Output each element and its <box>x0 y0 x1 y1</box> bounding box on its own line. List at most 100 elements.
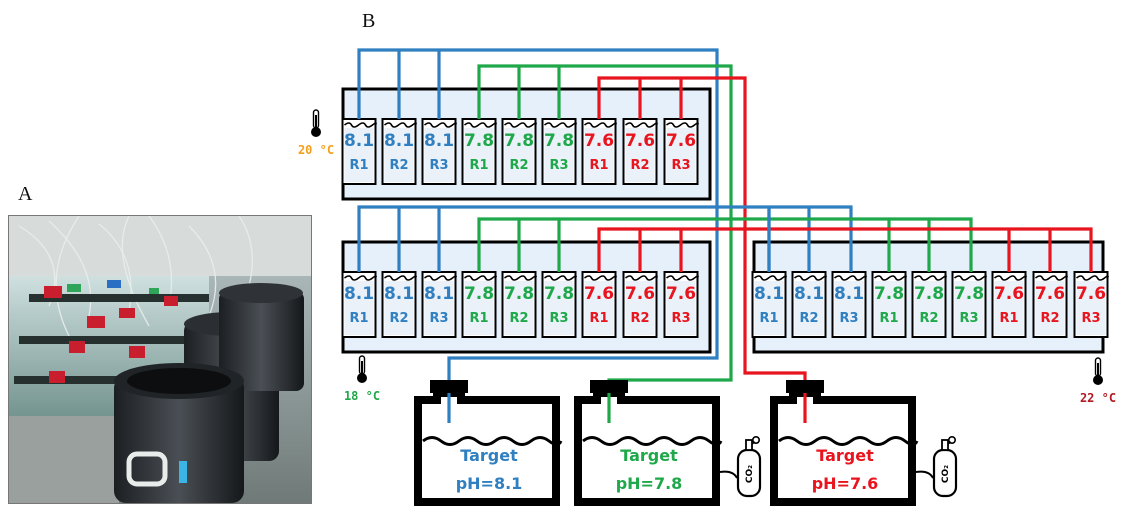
reservoir-ph-label: pH=7.8 <box>616 474 683 493</box>
tank-ph-label: 7.8 <box>544 131 574 151</box>
tank-ph-label: 7.6 <box>625 284 655 304</box>
reservoir-target-label: Target <box>816 446 874 465</box>
tank-7.6-R2: 7.6R2 <box>624 119 658 184</box>
tank-ph-label: 8.1 <box>384 284 414 304</box>
co2-cylinder-icon: CO₂ <box>916 437 956 496</box>
tank-replicate-label: R2 <box>630 158 649 173</box>
tank-replicate-label: R1 <box>349 311 368 326</box>
tank-8.1-R1: 8.1R1 <box>343 272 377 337</box>
tank-7.6-R1: 7.6R1 <box>583 119 617 184</box>
tank-ph-label: 7.6 <box>584 131 614 151</box>
tank-replicate-label: R3 <box>671 158 690 173</box>
temperature-label: 22 °C <box>1080 391 1116 405</box>
thermometer-row3: 22 °C <box>1080 358 1116 405</box>
tank-7.8-R3: 7.8R3 <box>953 272 987 337</box>
tank-replicate-label: R3 <box>549 158 568 173</box>
tank-7.8-R3: 7.8R3 <box>543 272 577 337</box>
tank-8.1-R2: 8.1R2 <box>383 272 417 337</box>
tank-replicate-label: R3 <box>671 311 690 326</box>
reservoir-1: Target pH=8.1 <box>418 380 561 502</box>
tank-7.6-R3: 7.6R3 <box>665 119 699 184</box>
tank-7.8-R2: 7.8R2 <box>503 119 537 184</box>
tank-replicate-label: R3 <box>429 311 448 326</box>
tank-replicate-label: R1 <box>469 158 488 173</box>
tank-replicate-label: R1 <box>879 311 898 326</box>
tank-replicate-label: R2 <box>919 311 938 326</box>
tank-7.8-R3: 7.8R3 <box>543 119 577 184</box>
tank-ph-label: 7.6 <box>666 131 696 151</box>
tank-ph-label: 7.6 <box>584 284 614 304</box>
tank-8.1-R3: 8.1R3 <box>423 272 457 337</box>
tank-7.6-R1: 7.6R1 <box>993 272 1027 337</box>
thermometer-row2: 18 °C <box>344 356 380 403</box>
tank-ph-label: 7.8 <box>464 284 494 304</box>
tank-7.8-R2: 7.8R2 <box>503 272 537 337</box>
tank-replicate-label: R2 <box>630 311 649 326</box>
tank-7.6-R1: 7.6R1 <box>583 272 617 337</box>
tank-replicate-label: R1 <box>589 311 608 326</box>
co2-cylinder-icon: CO₂ <box>720 437 760 496</box>
tank-7.8-R1: 7.8R1 <box>873 272 907 337</box>
tank-replicate-label: R3 <box>549 311 568 326</box>
tank-8.1-R3: 8.1R3 <box>833 272 867 337</box>
tank-7.6-R2: 7.6R2 <box>624 272 658 337</box>
tank-7.6-R3: 7.6R3 <box>1075 272 1109 337</box>
reservoir-2: Target pH=7.8 CO₂ <box>578 380 760 502</box>
reservoir-ph-label: pH=8.1 <box>456 474 523 493</box>
tank-replicate-label: R1 <box>349 158 368 173</box>
tank-ph-label: 7.8 <box>504 284 534 304</box>
thermometer-row1: 20 °C <box>298 110 334 157</box>
tank-replicate-label: R2 <box>389 311 408 326</box>
tank-ph-label: 8.1 <box>344 131 374 151</box>
tank-8.1-R2: 8.1R2 <box>793 272 827 337</box>
tank-8.1-R2: 8.1R2 <box>383 119 417 184</box>
tank-replicate-label: R2 <box>389 158 408 173</box>
tank-replicate-label: R1 <box>999 311 1018 326</box>
tank-8.1-R1: 8.1R1 <box>753 272 787 337</box>
tank-ph-label: 7.6 <box>994 284 1024 304</box>
tank-replicate-label: R3 <box>839 311 858 326</box>
reservoir-target-label: Target <box>620 446 678 465</box>
tank-replicate-label: R2 <box>1040 311 1059 326</box>
temperature-label: 20 °C <box>298 143 334 157</box>
reservoir-target-label: Target <box>460 446 518 465</box>
tank-7.8-R2: 7.8R2 <box>913 272 947 337</box>
tank-ph-label: 7.8 <box>464 131 494 151</box>
tank-ph-label: 7.8 <box>874 284 904 304</box>
tank-ph-label: 8.1 <box>424 131 454 151</box>
tank-replicate-label: R2 <box>509 158 528 173</box>
tank-7.6-R2: 7.6R2 <box>1034 272 1068 337</box>
tank-ph-label: 8.1 <box>424 284 454 304</box>
reservoir-3: Target pH=7.6 CO₂ <box>774 380 956 502</box>
tank-replicate-label: R1 <box>759 311 778 326</box>
tank-replicate-label: R1 <box>469 311 488 326</box>
temperature-label: 18 °C <box>344 389 380 403</box>
tank-replicate-label: R3 <box>1081 311 1100 326</box>
tank-ph-label: 8.1 <box>794 284 824 304</box>
tank-7.6-R3: 7.6R3 <box>665 272 699 337</box>
tank-ph-label: 8.1 <box>344 284 374 304</box>
tank-ph-label: 7.6 <box>1076 284 1106 304</box>
tank-ph-label: 8.1 <box>754 284 784 304</box>
tank-ph-label: 7.8 <box>914 284 944 304</box>
tank-ph-label: 7.6 <box>666 284 696 304</box>
tank-ph-label: 7.8 <box>954 284 984 304</box>
tank-replicate-label: R2 <box>509 311 528 326</box>
co2-label: CO₂ <box>941 465 951 483</box>
co2-label: CO₂ <box>745 465 755 483</box>
tank-replicate-label: R3 <box>429 158 448 173</box>
tank-8.1-R3: 8.1R3 <box>423 119 457 184</box>
tank-7.8-R1: 7.8R1 <box>463 272 497 337</box>
tank-ph-label: 7.6 <box>625 131 655 151</box>
tank-7.8-R1: 7.8R1 <box>463 119 497 184</box>
tank-ph-label: 7.8 <box>544 284 574 304</box>
tank-replicate-label: R1 <box>589 158 608 173</box>
tank-ph-label: 7.8 <box>504 131 534 151</box>
tank-8.1-R1: 8.1R1 <box>343 119 377 184</box>
tank-ph-label: 7.6 <box>1035 284 1065 304</box>
tank-replicate-label: R3 <box>959 311 978 326</box>
tank-ph-label: 8.1 <box>384 131 414 151</box>
reservoir-ph-label: pH=7.6 <box>812 474 879 493</box>
